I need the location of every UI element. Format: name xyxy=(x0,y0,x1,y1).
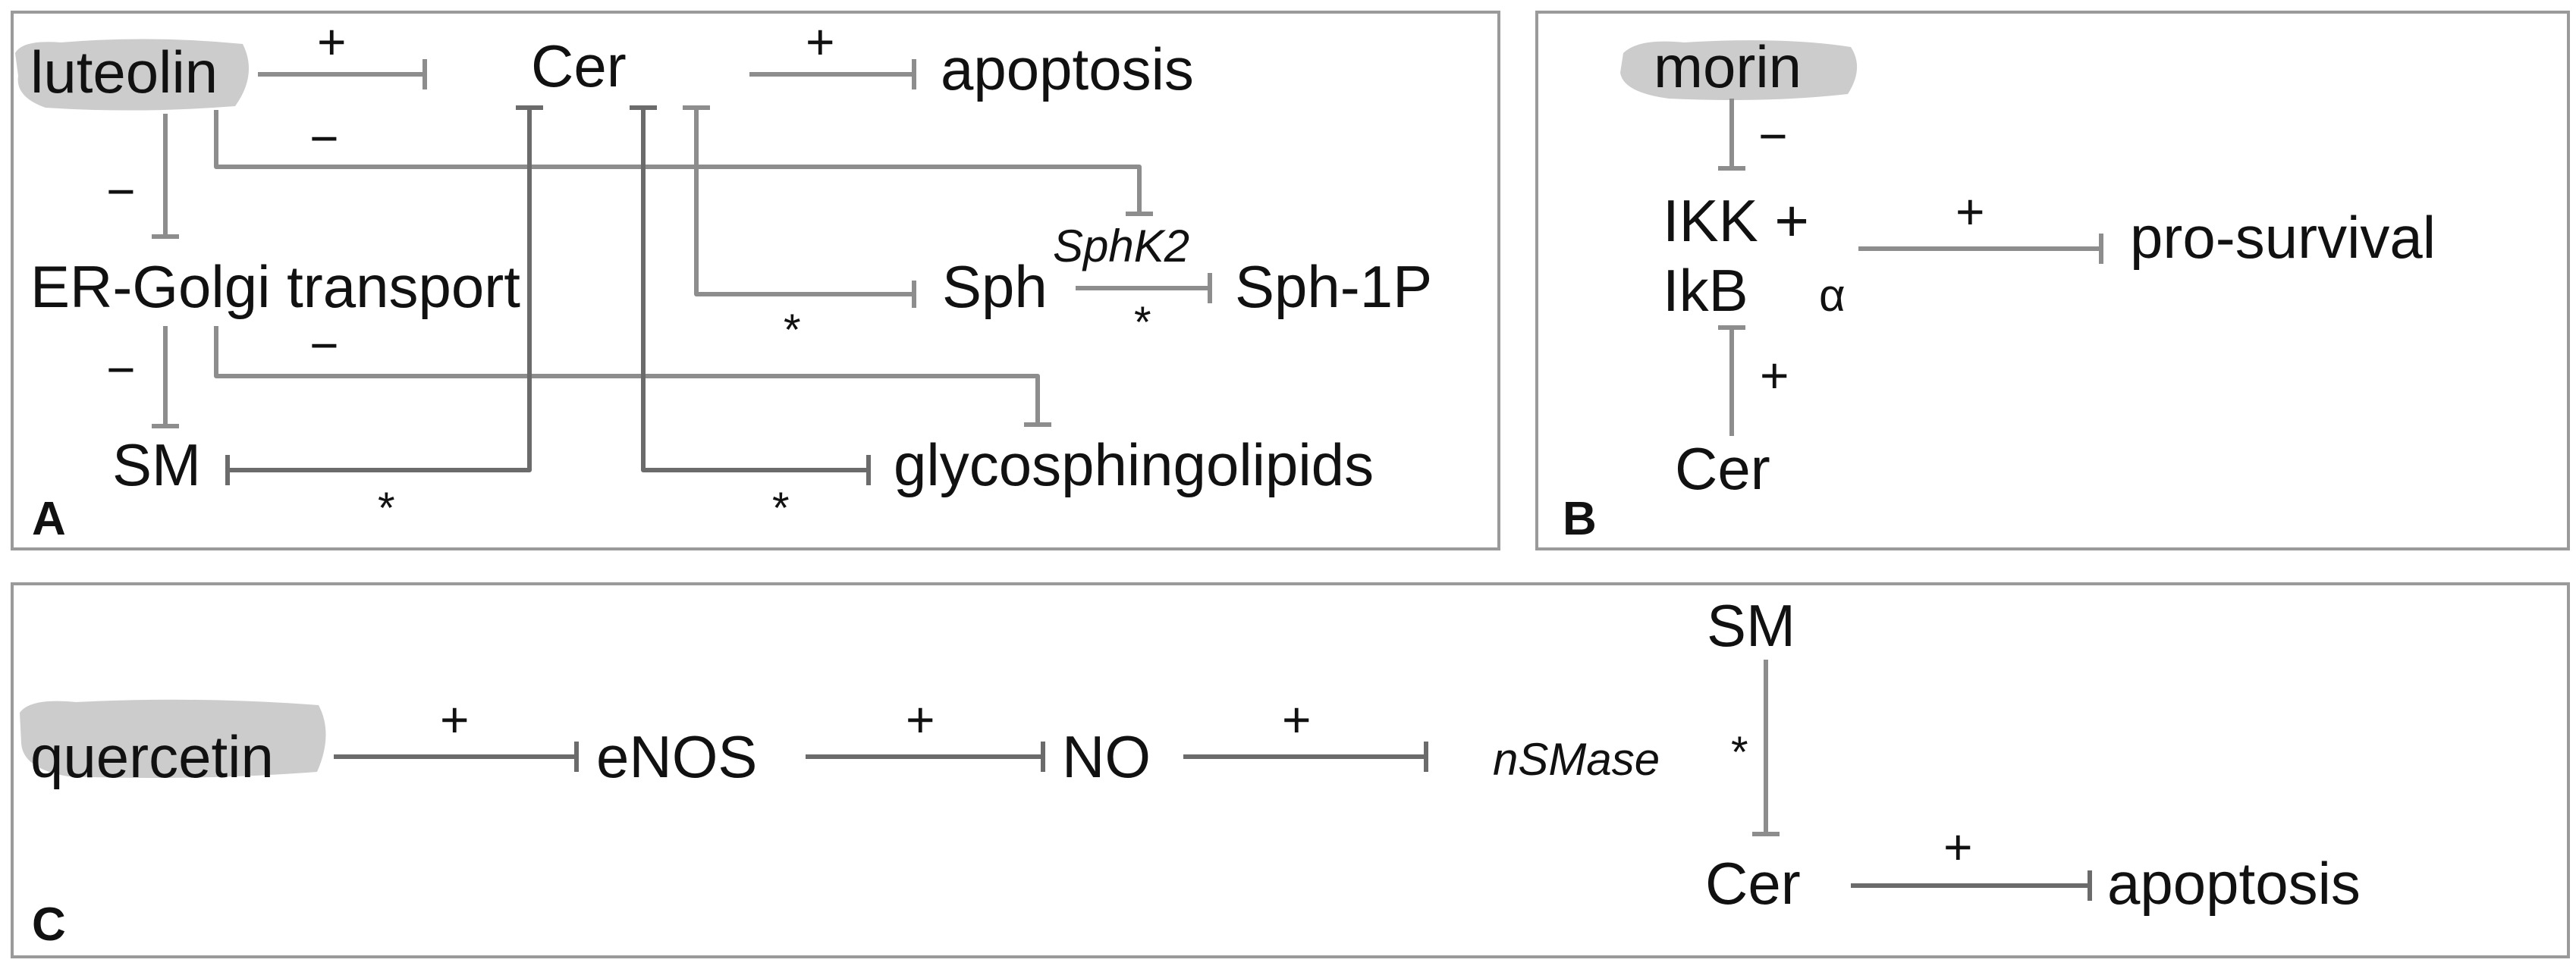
enos-label: eNOS xyxy=(596,723,757,790)
panel-a: luteolin Cer apoptosis ER-Golgi transpor… xyxy=(11,11,1500,550)
er-golgi-sm-minus-sign: − xyxy=(106,341,136,397)
panel-c-sm-label: SM xyxy=(1707,592,1795,659)
quercetin-label: quercetin xyxy=(30,723,274,790)
er-golgi-glyco-minus-sign: − xyxy=(309,317,339,373)
panel-a-frame xyxy=(11,11,1500,550)
cer-to-ikba-activation xyxy=(1718,325,1745,436)
cer-to-sm-conversion xyxy=(225,105,543,485)
luteolin-to-sphk2-inhibition xyxy=(214,110,1153,216)
pro-survival-label: pro-survival xyxy=(2130,204,2436,271)
panel-a-letter: A xyxy=(32,493,66,545)
luteolin-er-golgi-minus-sign: − xyxy=(106,163,136,219)
cer-sm-asterisk: * xyxy=(378,484,395,533)
cer-to-apoptosis-arrow xyxy=(749,59,916,89)
morin-label: morin xyxy=(1654,33,1802,100)
nsmase-asterisk: * xyxy=(1731,728,1748,777)
no-nsmase-plus-sign: + xyxy=(1282,691,1312,748)
no-label: NO xyxy=(1062,723,1151,790)
ikk-to-prosurvival-arrow xyxy=(1858,234,2103,264)
panel-c-cer-label: Cer xyxy=(1705,850,1801,917)
panel-c-letter: C xyxy=(32,898,66,951)
cer-apoptosis-plus-sign: + xyxy=(806,14,835,70)
luteolin-highlight xyxy=(15,39,249,111)
panel-b: morin IKK + IkB α pro-survival Cer − + +… xyxy=(1535,11,2570,550)
panel-c-frame xyxy=(11,582,2570,958)
cer-to-sph-conversion xyxy=(683,105,916,308)
cer-apoptosis-plus-sign-c: + xyxy=(1943,819,1973,875)
cer-sph-asterisk: * xyxy=(784,306,801,355)
alpha-symbol: α xyxy=(1819,270,1846,321)
no-to-nsmase-arrow xyxy=(1183,742,1428,772)
ikk-label: IKK + xyxy=(1663,187,1809,254)
cer-to-glyco-conversion xyxy=(630,105,871,485)
panel-b-cer-label: Cer xyxy=(1675,435,1770,502)
cer-label: Cer xyxy=(531,33,627,99)
glycosphingolipids-label: glycosphingolipids xyxy=(894,431,1374,498)
enos-no-plus-sign: + xyxy=(906,691,935,748)
cer-glyco-asterisk: * xyxy=(772,484,790,533)
panel-c-apoptosis-label: apoptosis xyxy=(2107,850,2361,917)
panel-b-frame xyxy=(1535,11,2570,550)
sphk2-enzyme-label: SphK2 xyxy=(1053,221,1189,271)
cer-ikba-plus-sign: + xyxy=(1760,347,1789,403)
sph-sph1p-asterisk: * xyxy=(1134,298,1151,347)
er-golgi-to-glyco-inhibition xyxy=(214,326,1051,427)
nsmase-enzyme-label: nSMase xyxy=(1493,734,1660,785)
luteolin-sphk2-minus-sign: − xyxy=(309,110,339,166)
cer-to-apoptosis-arrow-c xyxy=(1851,870,2092,901)
luteolin-cer-plus-sign: + xyxy=(317,14,347,70)
panel-c: quercetin eNOS NO nSMase SM Cer apoptosi… xyxy=(11,582,2570,958)
morin-to-ikk-inhibition xyxy=(1718,99,1745,171)
quercetin-highlight xyxy=(20,699,326,778)
er-golgi-to-sm-inhibition xyxy=(152,326,179,428)
ikba-label: IkB xyxy=(1663,257,1748,324)
sph-label: Sph xyxy=(942,253,1048,320)
ikk-prosurvival-plus-sign: + xyxy=(1956,183,1985,240)
sph-1p-label: Sph-1P xyxy=(1235,253,1432,320)
quercetin-enos-plus-sign: + xyxy=(440,691,470,748)
panel-b-letter: B xyxy=(1563,493,1597,545)
sm-to-cer-conversion xyxy=(1752,660,1780,836)
luteolin-to-cer-arrow xyxy=(258,59,427,89)
luteolin-to-er-golgi-inhibition xyxy=(152,114,179,239)
morin-highlight xyxy=(1620,40,1858,100)
luteolin-label: luteolin xyxy=(30,39,218,105)
apoptosis-label: apoptosis xyxy=(941,36,1194,102)
er-golgi-transport-label: ER-Golgi transport xyxy=(30,253,520,320)
quercetin-to-enos-arrow xyxy=(334,742,579,772)
enos-to-no-arrow xyxy=(806,742,1045,772)
sm-label: SM xyxy=(112,431,201,498)
sph-to-sph1p-conversion xyxy=(1076,273,1212,303)
morin-ikk-minus-sign: − xyxy=(1758,108,1788,164)
